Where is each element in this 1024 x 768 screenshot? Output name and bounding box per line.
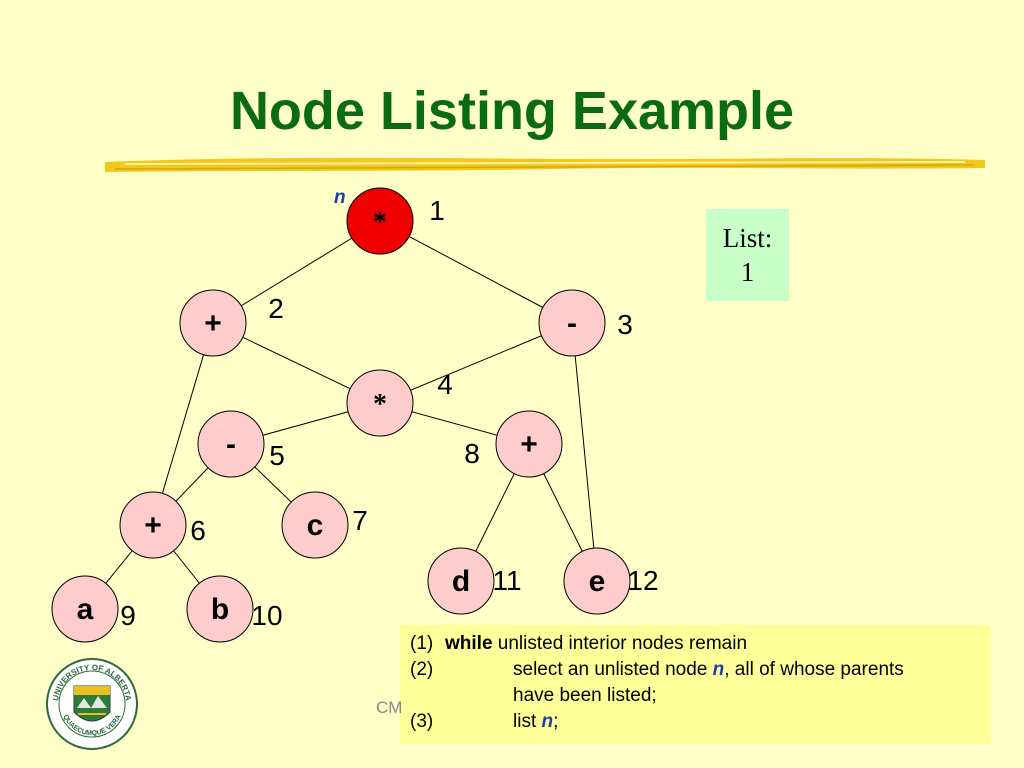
node-operator-label: + bbox=[520, 428, 538, 461]
node-operator-label: * bbox=[373, 389, 387, 420]
node-operator-label: a bbox=[77, 593, 94, 626]
node-circle bbox=[197, 410, 265, 478]
node-operator-label: - bbox=[226, 428, 236, 461]
line-text: , all of whose parents bbox=[724, 659, 904, 680]
line-text: ; bbox=[553, 711, 559, 732]
node-operator-label: + bbox=[204, 307, 222, 340]
node-circle bbox=[346, 187, 414, 255]
list-heading: List: bbox=[722, 223, 773, 253]
node-operator-label: - bbox=[567, 307, 577, 340]
line-text: have been listed; bbox=[513, 685, 657, 706]
node-variable: n bbox=[541, 711, 554, 732]
node-number-label: 12 bbox=[627, 565, 658, 596]
dag-edge bbox=[571, 322, 598, 582]
node-circle bbox=[51, 575, 119, 643]
node-operator-label: e bbox=[589, 565, 606, 598]
university-crest-logo: UNIVERSITY OF ALBERTA QUAECUMQUE VERA bbox=[46, 658, 138, 750]
node-operator-label: b bbox=[211, 593, 229, 626]
line-text: select an unlisted node bbox=[513, 659, 713, 680]
node-circle bbox=[186, 575, 254, 643]
algorithm-line-3: (3) list n; bbox=[410, 709, 991, 735]
dag-node-12: e 12 bbox=[563, 547, 659, 615]
algorithm-line-2: (2) select an unlisted node n, all of wh… bbox=[410, 657, 991, 683]
dag-node-11: d 11 bbox=[427, 547, 522, 615]
title-underline bbox=[105, 157, 985, 172]
node-number-label: 4 bbox=[437, 369, 453, 400]
node-number-label: 7 bbox=[352, 505, 368, 536]
node-number-label: 5 bbox=[269, 440, 285, 471]
list-items: 1 bbox=[740, 257, 755, 287]
dag-node-2: +2 bbox=[179, 289, 284, 357]
dag-node-5: -5 bbox=[197, 410, 285, 478]
node-number-label: 9 bbox=[120, 600, 136, 631]
algorithm-line-2-continued: have been listed; bbox=[410, 683, 991, 709]
node-circle bbox=[119, 491, 187, 559]
node-number-label: 1 bbox=[429, 195, 445, 226]
slide-title: Node Listing Example bbox=[229, 81, 795, 141]
dag-node-10: b 10 bbox=[186, 575, 283, 643]
current-node-marker: n bbox=[334, 187, 346, 208]
algorithm-line-1: (1) while unlisted interior nodes remain bbox=[410, 631, 991, 657]
node-number-label: 8 bbox=[464, 438, 480, 469]
dag-node-1: *1 bbox=[346, 187, 445, 255]
dag-edge bbox=[379, 322, 573, 404]
dag-edge bbox=[152, 322, 214, 526]
footer-text: CM bbox=[376, 698, 403, 717]
dag-node-3: -3 bbox=[538, 289, 633, 357]
node-number-label: 2 bbox=[268, 293, 284, 324]
line-text: unlisted interior nodes remain bbox=[492, 633, 748, 654]
node-circle bbox=[427, 547, 495, 615]
node-circle bbox=[538, 289, 606, 357]
dag-node-8: +8 bbox=[464, 410, 563, 478]
line-number: (3) bbox=[410, 711, 434, 732]
node-number-label: 6 bbox=[190, 515, 206, 546]
node-number-label: 11 bbox=[492, 565, 521, 596]
line-number: (1) bbox=[410, 633, 434, 654]
dag-node-6: +6 bbox=[119, 491, 206, 559]
node-operator-label: d bbox=[452, 565, 470, 598]
node-number-label: 10 bbox=[251, 600, 282, 631]
node-circle bbox=[495, 410, 563, 478]
line-text: list bbox=[513, 711, 542, 732]
algorithm-box: (1) while unlisted interior nodes remain… bbox=[400, 625, 991, 744]
node-circle bbox=[563, 547, 631, 615]
dag-node-4: *4 bbox=[346, 369, 453, 437]
node-variable: n bbox=[712, 659, 725, 680]
dag-edge bbox=[379, 220, 573, 324]
listed-nodes-box: List: 1 bbox=[706, 209, 789, 301]
line-number: (2) bbox=[410, 659, 434, 680]
while-keyword: while bbox=[445, 633, 493, 654]
node-circle bbox=[346, 369, 414, 437]
node-number-label: 3 bbox=[617, 309, 633, 340]
node-operator-label: + bbox=[144, 509, 162, 542]
node-operator-label: c bbox=[307, 509, 324, 542]
node-circle bbox=[179, 289, 247, 357]
node-operator-label: * bbox=[373, 207, 387, 238]
node-circle bbox=[281, 491, 349, 559]
